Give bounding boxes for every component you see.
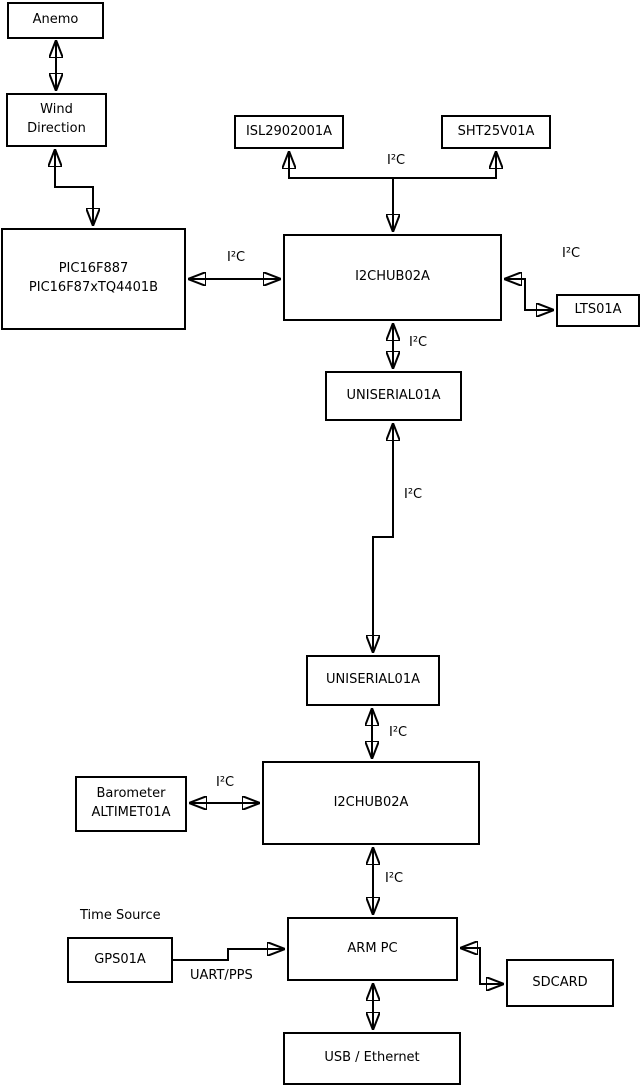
node-anemo: Anemo	[7, 2, 104, 39]
bus-label-i2c-hub2-armpc: I²C	[385, 871, 404, 886]
node-pic-label-line2: PIC16F87xTQ4401B	[28, 280, 159, 295]
node-i2c-hub-top-label: I2CHUB02A	[355, 269, 430, 285]
node-barometer-label-line1: Barometer	[96, 786, 166, 802]
node-gps-label: GPS01A	[94, 951, 146, 967]
edge-uniserialtop-uniserialbottom	[373, 423, 393, 653]
edge-hubtop-lts	[504, 279, 554, 310]
node-barometer: Barometer ALTIMET01A	[75, 776, 187, 832]
node-anemo-label: Anemo	[32, 12, 79, 28]
node-wind-direction-label-line1: Wind	[40, 102, 73, 118]
node-i2c-hub-bottom-label: I2CHUB02A	[333, 794, 409, 810]
bus-label-i2c-barometer-hub2: I²C	[216, 775, 235, 790]
node-gps: GPS01A	[67, 937, 173, 983]
node-sdcard: SDCARD	[506, 959, 614, 1007]
node-uniserial-top: UNISERIAL01A	[325, 371, 462, 421]
bus-label-i2c-uniserial-hub2: I²C	[389, 725, 408, 740]
node-pic-controller: PIC16F887 PIC16F87xTQ4401B	[1, 228, 186, 330]
node-usb-ethernet: USB / Ethernet	[283, 1032, 461, 1085]
node-uniserial-bottom-label: UNISERIAL01A	[326, 672, 420, 688]
node-uniserial-bottom: UNISERIAL01A	[306, 655, 440, 706]
bus-label-i2c-uniserial-link: I²C	[404, 487, 423, 502]
node-arm-pc-label: ARM PC	[347, 940, 398, 956]
bus-label-i2c-sensor-bus: I²C	[387, 153, 406, 168]
node-i2c-hub-top: I2CHUB02A	[283, 234, 502, 321]
bus-label-i2c-hub-uniserial: I²C	[409, 335, 428, 350]
bus-label-i2c-hub-lts: I²C	[562, 246, 581, 261]
edge-winddirection-pic	[55, 149, 93, 226]
node-sht-label: SHT25V01A	[457, 123, 535, 139]
node-wind-direction-label-line2: Direction	[27, 121, 86, 136]
node-arm-pc: ARM PC	[287, 917, 458, 981]
node-isl-label: ISL2902001A	[245, 123, 333, 139]
node-lts-label: LTS01A	[574, 302, 622, 318]
edge-armpc-sdcard	[460, 948, 504, 984]
node-i2c-hub-bottom: I2CHUB02A	[262, 761, 480, 845]
node-sdcard-label: SDCARD	[532, 974, 588, 990]
label-time-source: Time Source	[80, 908, 161, 923]
node-wind-direction: Wind Direction	[6, 93, 107, 147]
node-pic-label-line1: PIC16F887	[58, 261, 129, 277]
bus-label-i2c-pic-hub: I²C	[227, 250, 246, 265]
node-isl-sensor: ISL2902001A	[234, 115, 344, 149]
bus-label-uart-pps: UART/PPS	[190, 968, 253, 983]
node-sht-sensor: SHT25V01A	[441, 115, 551, 149]
node-usb-ethernet-label: USB / Ethernet	[324, 1050, 420, 1066]
node-lts-sensor: LTS01A	[556, 294, 640, 327]
node-uniserial-top-label: UNISERIAL01A	[346, 387, 441, 403]
edge-gps-armpc	[173, 949, 285, 961]
node-barometer-label-line2: ALTIMET01A	[91, 805, 171, 820]
